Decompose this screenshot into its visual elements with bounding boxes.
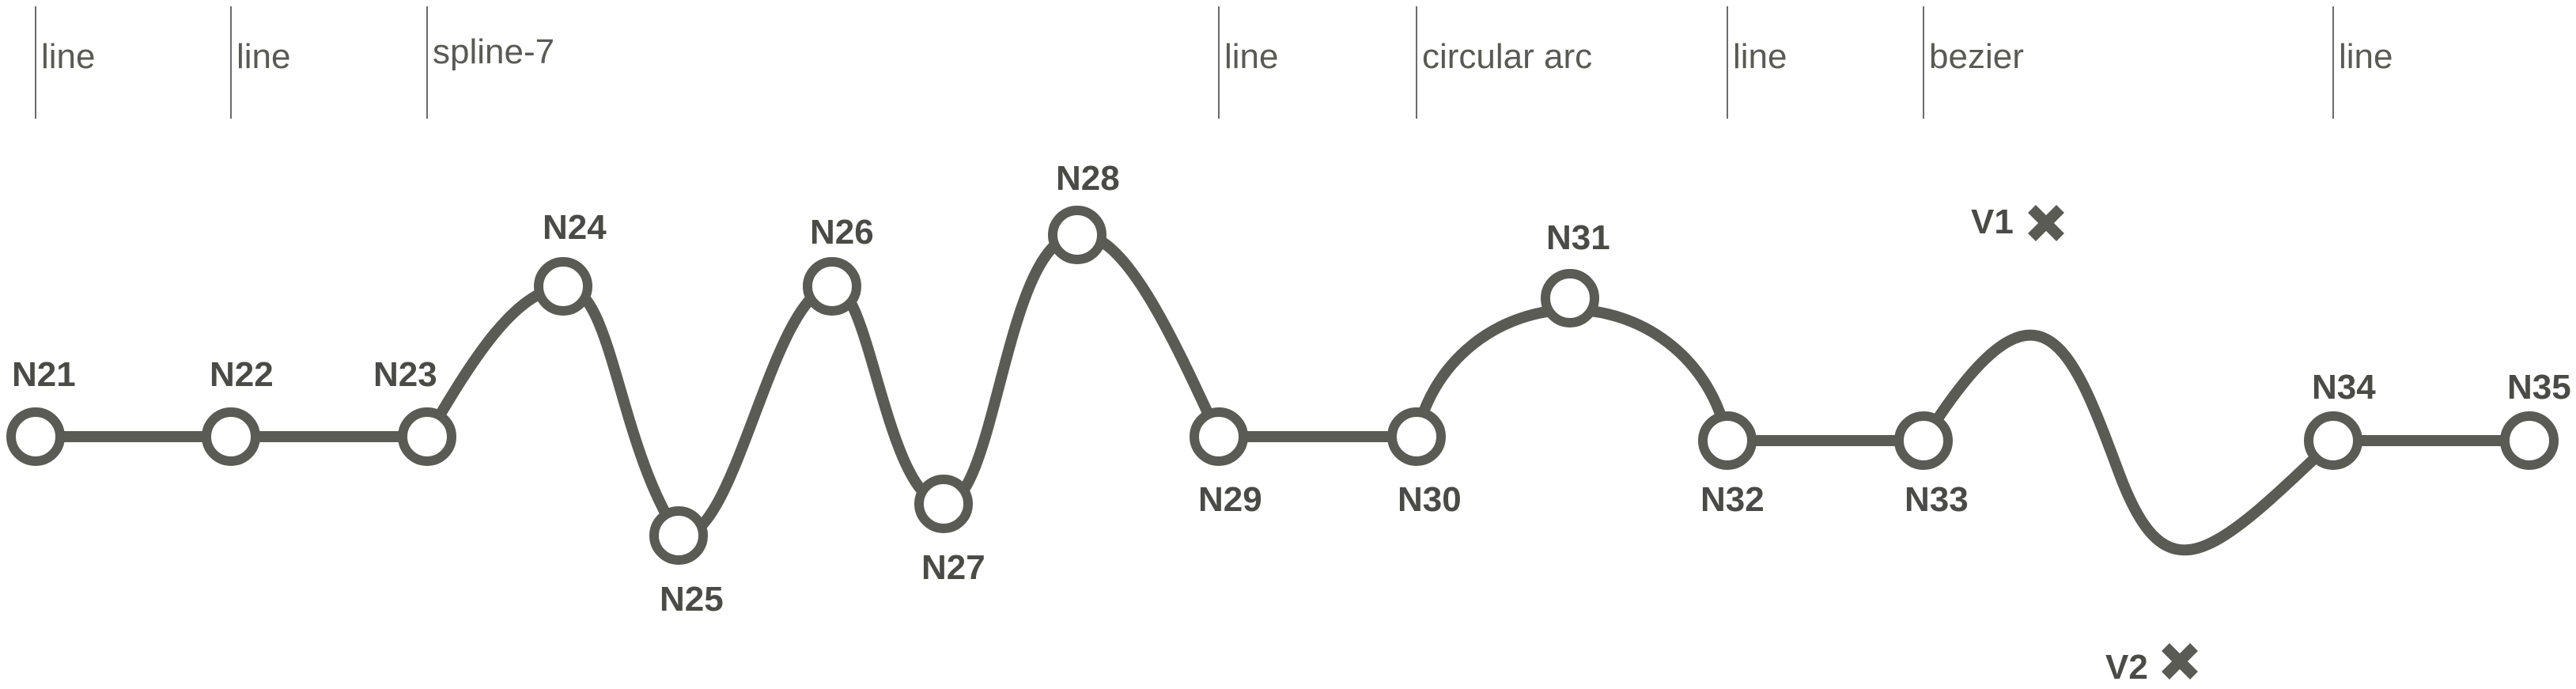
segment-label-5: circular arc	[1422, 37, 1592, 76]
node-n35[interactable]	[2500, 411, 2559, 470]
node-n27[interactable]	[914, 475, 973, 533]
node-label-n32: N32	[1700, 480, 1765, 519]
node-n34[interactable]	[2304, 411, 2362, 470]
node-label-n24: N24	[543, 208, 607, 247]
control-point-v1-cross-icon[interactable]	[2028, 205, 2064, 241]
control-point-label-v2: V2	[2105, 648, 2148, 687]
node-n25[interactable]	[649, 506, 708, 565]
node-n32[interactable]	[1698, 411, 1757, 470]
node-labels: N21 N22 N23 N24 N25 N26 N27 N28 N29 N30 …	[12, 159, 2571, 619]
control-point-label-v1: V1	[1971, 203, 2014, 241]
node-n24[interactable]	[534, 257, 592, 316]
node-label-n34: N34	[2312, 368, 2376, 407]
segment-label-6: line	[1733, 37, 1787, 76]
node-n26[interactable]	[803, 257, 861, 316]
arc-segment-n30-n32	[1411, 304, 1733, 446]
node-n30[interactable]	[1387, 407, 1446, 466]
control-points: V1 V2	[1971, 203, 2198, 687]
segment-label-8: line	[2339, 37, 2393, 76]
node-label-n22: N22	[210, 355, 274, 394]
segment-label-4: line	[1224, 37, 1279, 76]
node-label-n26: N26	[810, 213, 874, 252]
node-label-n23: N23	[373, 355, 437, 394]
node-label-n29: N29	[1198, 480, 1262, 519]
node-n31[interactable]	[1541, 269, 1599, 327]
node-label-n31: N31	[1546, 218, 1610, 257]
node-n29[interactable]	[1190, 407, 1248, 466]
node-label-n21: N21	[12, 355, 76, 394]
control-point-v2-cross-icon[interactable]	[2162, 643, 2198, 680]
node-n23[interactable]	[398, 407, 456, 466]
node-label-n35: N35	[2507, 368, 2571, 407]
segment-label-7: bezier	[1929, 37, 2024, 76]
node-label-n30: N30	[1398, 480, 1462, 519]
bezier-segment-n33-n34	[1918, 329, 2339, 556]
node-label-n25: N25	[660, 580, 724, 619]
segment-label-1: line	[41, 37, 96, 76]
node-label-n33: N33	[1905, 480, 1969, 519]
node-label-n28: N28	[1056, 159, 1120, 198]
node-n21[interactable]	[6, 407, 65, 466]
segment-label-3: spline-7	[433, 32, 554, 71]
node-n28[interactable]	[1048, 206, 1106, 264]
segment-type-header: line line spline-7 line circular arc lin…	[35, 6, 2393, 119]
node-label-n27: N27	[921, 548, 985, 587]
path-nodes	[6, 206, 2559, 565]
segment-label-2: line	[236, 37, 291, 76]
node-n33[interactable]	[1894, 411, 1953, 470]
node-n22[interactable]	[202, 407, 260, 466]
